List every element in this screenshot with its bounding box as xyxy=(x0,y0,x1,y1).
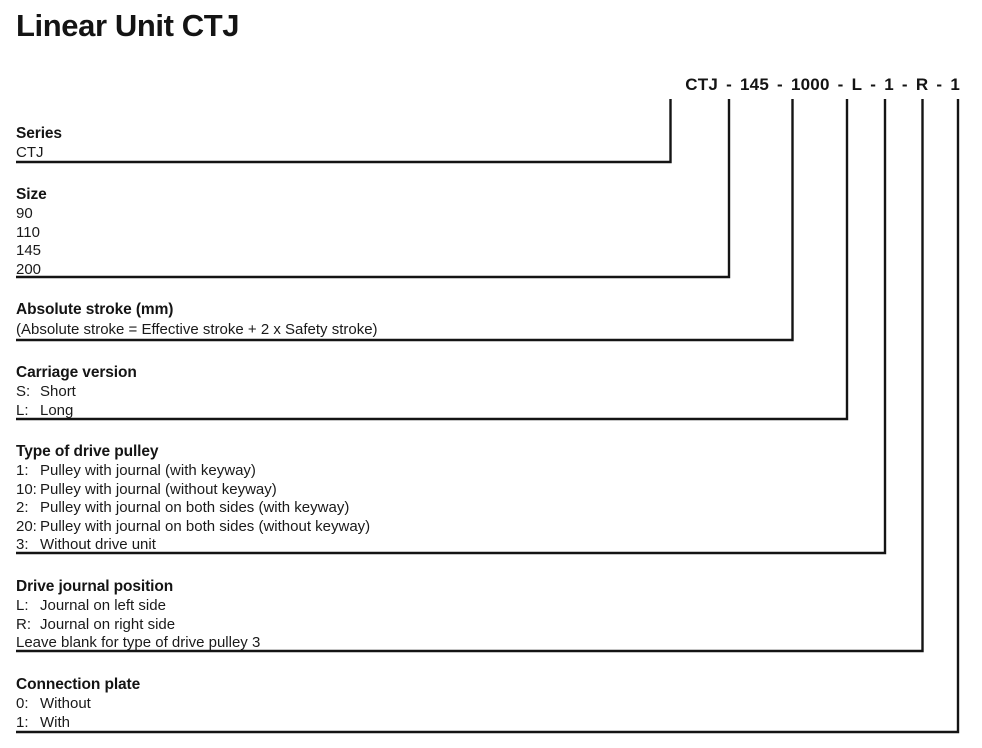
section-heading: Drive journal position xyxy=(16,578,174,595)
option-list: 1: Pulley with journal (with keyway) 10:… xyxy=(16,462,370,555)
leader-line-carriage-version xyxy=(16,99,849,421)
section-heading: Absolute stroke (mm) xyxy=(16,301,174,318)
section-heading: Connection plate xyxy=(16,676,141,693)
order-code-separator: - xyxy=(936,75,943,94)
list-item: 145 xyxy=(16,242,42,260)
list-item: L: Journal on left side xyxy=(16,597,166,614)
order-code-segment-journal: R xyxy=(915,75,929,94)
list-item: 0: Without xyxy=(16,695,91,712)
section-drive-journal-position: Drive journal position L: Journal on lef… xyxy=(16,577,260,653)
list-item: 110 xyxy=(16,223,40,241)
option-list: L: Journal on left side R: Journal on ri… xyxy=(16,597,260,653)
order-code-segment-carriage: L xyxy=(851,75,863,94)
order-code-segment-pulley: 1 xyxy=(884,75,894,94)
section-type-of-drive-pulley: Type of drive pulley 1: Pulley with jour… xyxy=(16,442,370,555)
list-item: 1: Pulley with journal (with keyway) xyxy=(16,462,256,479)
list-item: 2: Pulley with journal on both sides (wi… xyxy=(16,499,350,517)
section-absolute-stroke: Absolute stroke (mm) (Absolute stroke = … xyxy=(16,300,378,339)
list-item: R: Journal on right side xyxy=(16,615,176,633)
section-heading: Series xyxy=(16,125,62,142)
section-carriage-version: Carriage version S: Short L: Long xyxy=(16,363,137,420)
list-item: Leave blank for type of drive pulley 3 xyxy=(16,634,261,652)
section-heading: Type of drive pulley xyxy=(16,443,159,460)
list-item: CTJ xyxy=(16,144,44,161)
order-code-separator: - xyxy=(901,75,908,94)
list-item: 20: Pulley with journal on both sides (w… xyxy=(16,517,371,535)
order-code-segment-plate: 1 xyxy=(950,75,960,94)
page-title: Linear Unit CTJ xyxy=(16,8,240,43)
option-list: 90 110 145 200 xyxy=(16,205,47,279)
order-code-separator: - xyxy=(837,75,844,94)
order-code-separator: - xyxy=(726,75,732,94)
option-list: CTJ xyxy=(16,144,62,163)
section-heading: Carriage version xyxy=(16,364,137,381)
list-item: 90 xyxy=(16,205,33,222)
leader-line-series xyxy=(16,99,672,164)
option-list: 0: Without 1: With xyxy=(16,695,140,732)
list-item: S: Short xyxy=(16,383,76,400)
list-item: 1: With xyxy=(16,713,70,731)
order-code: CTJ - 145 - 1000 - L - 1 - R - 1 xyxy=(685,75,960,95)
order-code-separator: - xyxy=(870,75,877,94)
order-code-segment-series: CTJ xyxy=(685,75,719,94)
section-series: Series CTJ xyxy=(16,124,62,163)
list-item: 200 xyxy=(16,260,42,278)
order-code-segment-stroke: 1000 xyxy=(790,75,830,94)
section-connection-plate: Connection plate 0: Without 1: With xyxy=(16,675,140,732)
leader-line-drive-journal-position xyxy=(16,99,924,653)
list-item: 10: Pulley with journal (without keyway) xyxy=(16,480,277,498)
order-code-segment-size: 145 xyxy=(740,75,769,94)
section-heading: Size xyxy=(16,186,47,203)
leader-line-size xyxy=(16,99,731,279)
section-size: Size 90 110 145 200 xyxy=(16,185,47,279)
list-item: L: Long xyxy=(16,401,74,419)
list-item: 3: Without drive unit xyxy=(16,536,156,554)
option-list: S: Short L: Long xyxy=(16,383,137,420)
section-subtitle: (Absolute stroke = Effective stroke + 2 … xyxy=(16,321,378,338)
order-code-separator: - xyxy=(777,75,783,94)
